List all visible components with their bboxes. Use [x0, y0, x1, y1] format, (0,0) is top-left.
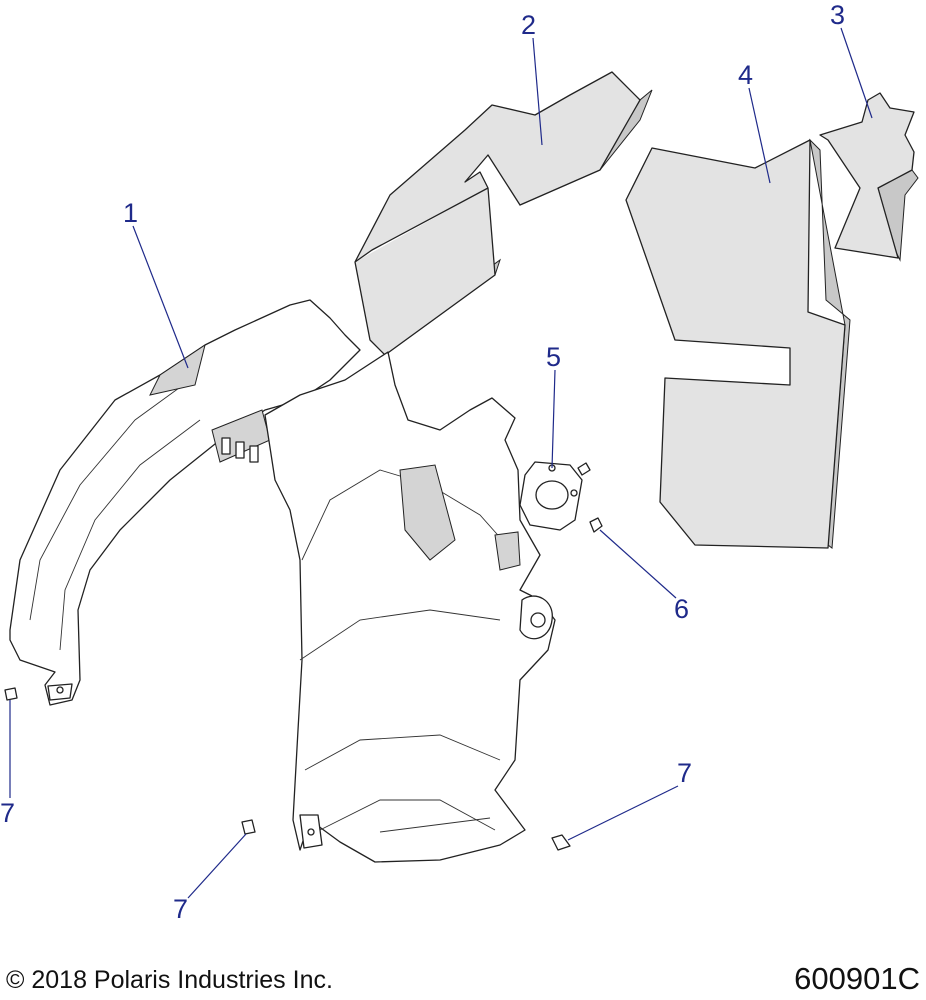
- part-6-screw-lower[interactable]: [589, 517, 603, 533]
- leader-5: [551, 369, 556, 469]
- part-5-plate[interactable]: [519, 461, 583, 531]
- copyright-notice: © 2018 Polaris Industries Inc.: [6, 966, 333, 994]
- leader-7c: [567, 785, 679, 841]
- callout-3: 3: [830, 0, 845, 30]
- leader-4: [748, 87, 771, 184]
- part-7-rivet-center[interactable]: [241, 819, 256, 835]
- part-3-panel[interactable]: [819, 92, 919, 262]
- callout-5: 5: [546, 342, 561, 372]
- leader-2: [532, 37, 543, 146]
- part-7-rivet-right[interactable]: [551, 834, 571, 851]
- callout-7c: 7: [677, 758, 692, 788]
- part-1-fender[interactable]: [9, 299, 361, 706]
- center-panel[interactable]: [264, 351, 556, 863]
- leader-6: [599, 529, 677, 599]
- callout-4: 4: [738, 60, 753, 90]
- leader-7b: [187, 833, 247, 899]
- callout-6: 6: [674, 594, 689, 624]
- callout-1: 1: [123, 198, 138, 228]
- callout-7b: 7: [173, 894, 188, 924]
- part-4-panel[interactable]: [625, 138, 851, 549]
- part-2-panel[interactable]: [354, 71, 653, 357]
- leader-1: [132, 225, 189, 369]
- callout-2: 2: [521, 10, 536, 40]
- part-7-rivet-left[interactable]: [4, 687, 18, 701]
- leader-3: [840, 27, 873, 119]
- callout-7a: 7: [0, 798, 15, 828]
- diagram-part-number: 600901C: [794, 961, 920, 996]
- part-6-screw-upper[interactable]: [577, 462, 591, 476]
